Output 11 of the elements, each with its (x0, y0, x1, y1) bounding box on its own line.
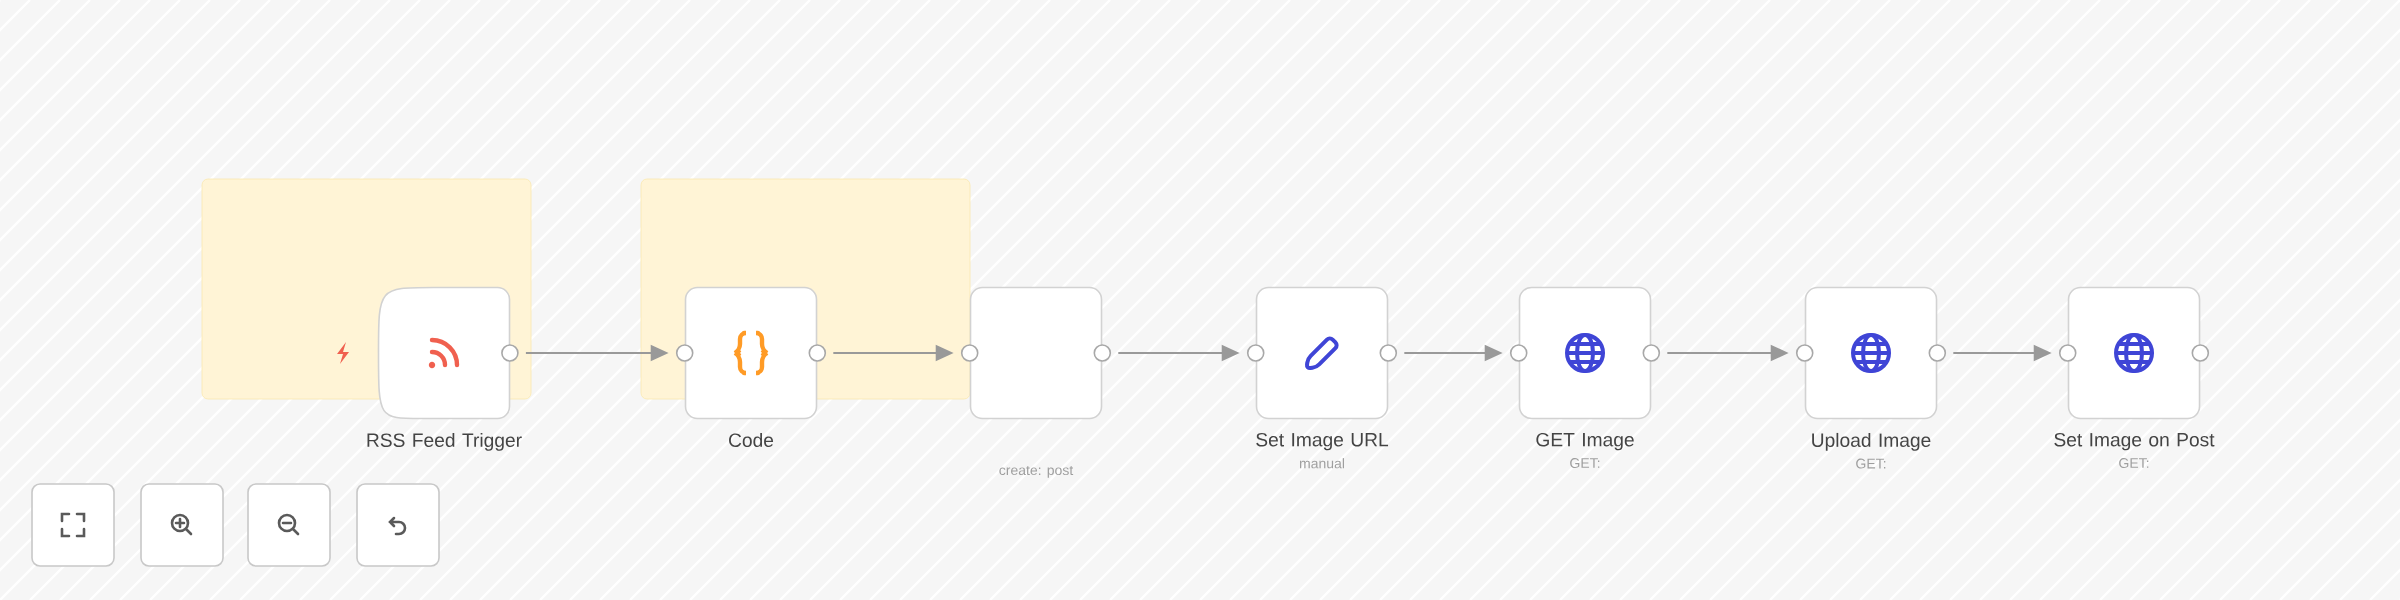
node-subtitle: manual (1300, 458, 1344, 469)
node-subtitle: create: post (999, 465, 1074, 478)
node-label: GET Image (1536, 432, 1634, 451)
node-subtitle: GET: (2119, 458, 2149, 468)
node-label: Upload Image (1812, 432, 1931, 451)
node-subtitle: GET: (1856, 458, 1886, 469)
node-label: Set Image URL (1256, 432, 1389, 451)
node-label: RSS Feed Trigger (367, 432, 522, 451)
node-label: Code (729, 432, 774, 447)
node-label: Set Image on Post (2054, 432, 2215, 451)
node-subtitle: GET: (1570, 458, 1600, 468)
